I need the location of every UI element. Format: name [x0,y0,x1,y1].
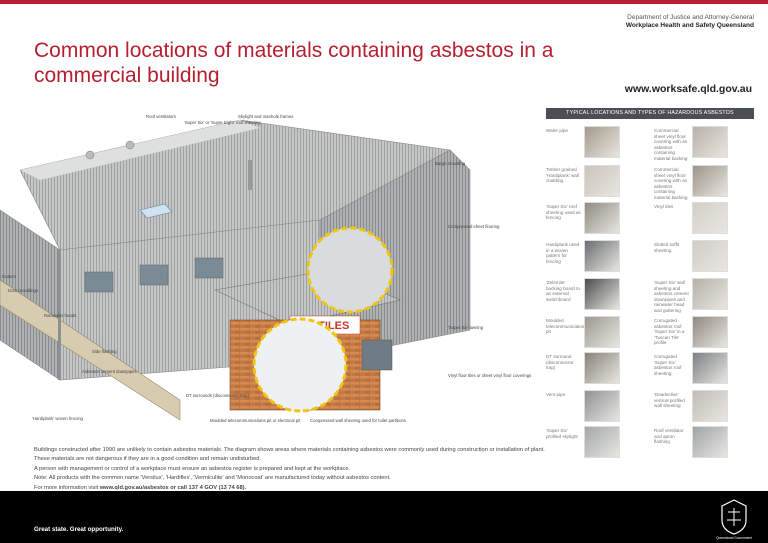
label-super-six-roof: 'Super Six' or 'Super Eight' roof sheeti… [184,120,261,125]
asbestos-type-item: Roof ventilator and apron flashing [654,426,754,462]
panel-heading: TYPICAL LOCATIONS AND TYPES OF HAZARDOUS… [546,108,754,119]
asbestos-type-photo [692,352,728,384]
asbestos-type-photo [584,165,620,197]
page-title: Common locations of materials containing… [34,39,554,87]
asbestos-type-item: 'Super Six' wall sheeting and asbestos c… [654,278,754,314]
asbestos-type-label: Water pipe [546,128,569,133]
asbestos-type-label: Hardiplank used in a woven pattern for f… [546,242,580,264]
asbestos-type-label: 'Super Six' roof sheeting used as fencin… [546,204,581,221]
asbestos-type-photo [584,390,620,422]
label-compressed-wall: Compressed wall sheeting used for toilet… [310,418,406,423]
queensland-crest-logo: Queensland Government [716,499,752,540]
asbestos-type-photo [584,202,620,234]
asbestos-type-label: Commercial sheet vinyl floor covering wi… [654,167,688,200]
asbestos-type-label: DT surround (disconnector trap) [546,354,574,371]
asbestos-type-photo [584,316,620,348]
department-block: Department of Justice and Attorney-Gener… [626,14,754,30]
asbestos-type-item: Moulded telecommunications pit [546,316,646,352]
notes-block: Buildings constructed after 1990 are unl… [34,446,554,493]
note-more-info: For more information visit www.qld.gov.a… [34,484,554,493]
note-products: Note: All products with the common name … [34,475,391,482]
asbestos-type-label: Vent pipe [546,392,566,397]
asbestos-type-item: Corrugated 'Super Six' asbestos roof she… [654,352,754,388]
asbestos-type-label: 'Super Six' profiled skylight [546,428,578,439]
asbestos-type-item: 'Super Six' roof sheeting used as fencin… [546,202,646,238]
label-telecom-pit: Moulded telecommunications pit or electr… [210,418,301,423]
asbestos-type-item: Corrugated asbestos roof 'Super Six' in … [654,316,754,352]
department-name: Department of Justice and Attorney-Gener… [627,14,754,21]
asbestos-type-photo [692,278,728,310]
label-woven-fencing: 'Hardiplank' woven fencing [32,416,83,421]
asbestos-type-item: DT surround (disconnector trap) [546,352,646,388]
asbestos-type-label: 'Super Six' wall sheeting and asbestos c… [654,280,689,313]
asbestos-type-label: Moulded telecommunications pit [546,318,587,335]
asbestos-type-photo [584,278,620,310]
asbestos-type-photo [692,426,728,458]
label-gutters: Gutters [2,274,16,279]
asbestos-type-item: Water pipe [546,126,646,162]
asbestos-type-item: Hardiplank used in a woven pattern for f… [546,240,646,276]
asbestos-type-photo [584,352,620,384]
asbestos-type-item: Slotted soffit sheeting [654,240,754,276]
building-illustration: AL TILES Roof ventilators 'Super Six' or… [0,114,531,423]
top-accent-bar [0,0,768,4]
asbestos-type-label: Corrugated asbestos roof 'Super Six' in … [654,318,685,346]
note-register: A person with management or control of a… [34,465,351,472]
asbestos-type-photo [584,126,620,158]
asbestos-type-label: Slotted soffit sheeting [654,242,680,253]
asbestos-type-photo [584,240,620,272]
detail-circle-mezzanine [306,226,394,314]
more-info-prefix: For more information visit [34,484,100,491]
woven-fence [0,279,181,421]
asbestos-type-item: Vent pipe [546,390,646,426]
asbestos-type-item: Commercial sheet vinyl floor covering wi… [654,126,754,162]
label-compressed-flooring: Compressed sheet flooring [448,224,500,229]
asbestos-type-label: 'Deadsolive' vertical profiled wall shee… [654,392,685,409]
asbestos-type-photo [692,316,728,348]
asbestos-type-photo [692,390,728,422]
more-info-link[interactable]: www.qld.gov.au/asbestos or call 137 4 GO… [99,484,247,491]
note-buildings: Buildings constructed after 1990 are unl… [34,447,545,463]
asbestos-type-photo [692,126,728,158]
label-super-six-awning: 'Super Six' awning [448,325,484,330]
crest-text: Queensland Government [716,536,752,540]
asbestos-type-item: Vinyl tiles [654,202,754,238]
asbestos-type-photo [692,240,728,272]
label-rainwater-heads: Rainwater heads [44,313,76,318]
label-skylight: Skylight and manhole frames [238,114,293,119]
asbestos-type-label: Roof ventilator and apron flashing [654,428,684,445]
asbestos-type-label: Corrugated 'Super Six' asbestos roof she… [654,354,682,376]
asbestos-type-item: Commercial sheet vinyl floor covering wi… [654,165,754,201]
label-door-mouldings: Door mouldings [8,288,38,293]
asbestos-type-photo [692,165,728,197]
asbestos-type-item: 'Deadsolive' vertical profiled wall shee… [654,390,754,426]
detail-circle-floor [252,317,348,413]
roof-ridge [20,120,260,180]
asbestos-type-item: Timber grained 'Hardiplank' wall claddin… [546,165,646,201]
footer-bar [0,491,768,543]
asbestos-type-item: 'Zelemite' backing board to an external … [546,278,646,314]
unit-name: Workplace Health and Safety Queensland [625,22,754,29]
label-vinyl-floor: Vinyl floor tiles or sheet vinyl floor c… [448,373,531,378]
asbestos-type-item: 'Super Six' profiled skylight [546,426,646,462]
label-dt-surrounds: DT surrounds (disconnector trap) [186,393,250,398]
website-link[interactable]: www.worksafe.qld.gov.au [624,83,752,95]
label-asbestos-downpipes: Asbestos cement downpipes [82,369,137,374]
label-side-flashing: Side flashing [92,349,117,354]
label-barge-moulding: Barge moulding [435,161,466,166]
footer-slogan: Great state. Great opportunity. [34,526,124,533]
asbestos-type-photo [584,426,620,458]
asbestos-type-label: Timber grained 'Hardiplank' wall claddin… [546,167,579,184]
label-roof-ventilators: Roof ventilators [146,114,176,119]
asbestos-type-label: Vinyl tiles [654,204,674,209]
asbestos-type-label: Commercial sheet vinyl floor covering wi… [654,128,688,161]
asbestos-type-label: 'Zelemite' backing board to an external … [546,280,580,302]
asbestos-type-photo [692,202,728,234]
